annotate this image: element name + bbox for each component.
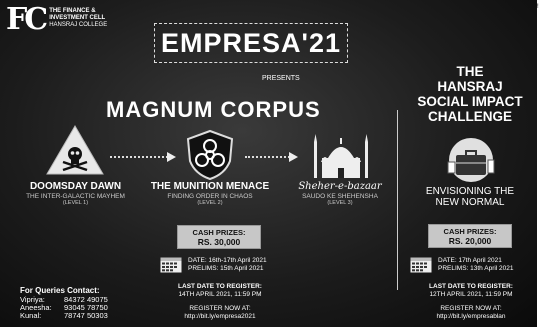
magnum-cash-prize: CASH PRIZES: RS. 30,000 — [177, 225, 261, 249]
section-divider — [397, 110, 398, 290]
level-1-info: DOOMSDAY DAWN THE INTER-GALACTIC MAYHEM … — [26, 181, 125, 206]
fic-logo: FC THE FINANCE & INVESTMENT CELL HANSRAJ… — [6, 2, 108, 37]
skull-crossbones-icon — [46, 125, 104, 175]
contact-row: Vipriya:84372 49075 — [20, 294, 108, 304]
calendar-icon — [410, 257, 432, 273]
magnum-register: REGISTER NOW AT: http://bit.ly/empresa20… — [155, 305, 285, 321]
contact-row: Aneesha:93045 78750 — [20, 302, 108, 312]
hsic-register: REGISTER NOW AT: http://bit.ly/empresabl… — [405, 305, 537, 321]
page-edge: ! — [537, 0, 544, 327]
queries-contact: For Queries Contact: Vipriya:84372 49075… — [20, 286, 108, 320]
calendar-icon — [160, 257, 182, 273]
hsic-register-link[interactable]: http://bit.ly/empresablan — [436, 313, 506, 320]
hsic-dates: DATE: 17th April 2021 PRELIMS: 13th Apri… — [410, 256, 514, 273]
hsic-subtitle: ENVISIONING THE NEW NORMAL — [425, 186, 515, 208]
arrow-level1-to-2 — [110, 152, 176, 162]
presents-label: PRESENTS — [262, 75, 300, 82]
biohazard-shield-icon — [186, 129, 234, 181]
magnum-deadline: LAST DATE TO REGISTER: 14TH APRIL 2021, … — [178, 283, 262, 298]
event-title-box: EMPRESA'21 — [154, 23, 348, 63]
contact-row: Kunal:78747 50303 — [20, 310, 108, 320]
hsic-deadline: LAST DATE TO REGISTER: 12TH APRIL 2021, … — [429, 283, 513, 298]
event-title: EMPRESA'21 — [161, 27, 341, 58]
level-3-info: Sheher-e-bazaar SAUDO KE SHEHENSHA (LEVE… — [298, 181, 382, 206]
arrow-level2-to-3 — [245, 152, 298, 162]
briefcase-globe-icon — [447, 138, 495, 182]
magnum-corpus-title: MAGNUM CORPUS — [106, 97, 321, 122]
fc-monogram: FC — [6, 2, 48, 37]
level-2-info: THE MUNITION MENACE FINDING ORDER IN CHA… — [150, 181, 270, 206]
magnum-register-link[interactable]: http://bit.ly/empresa2021 — [184, 313, 256, 320]
hsic-cash-prize: CASH PRIZES: RS. 20,000 — [428, 224, 512, 248]
magnum-dates: DATE: 16th-17th April 2021 PRELIMS: 15th… — [160, 256, 267, 273]
hsic-title: THE HANSRAJ SOCIAL IMPACT CHALLENGE — [417, 64, 523, 124]
mosque-skyline-icon — [314, 134, 368, 178]
fic-logo-text: THE FINANCE & INVESTMENT CELL HANSRAJ CO… — [49, 8, 108, 28]
